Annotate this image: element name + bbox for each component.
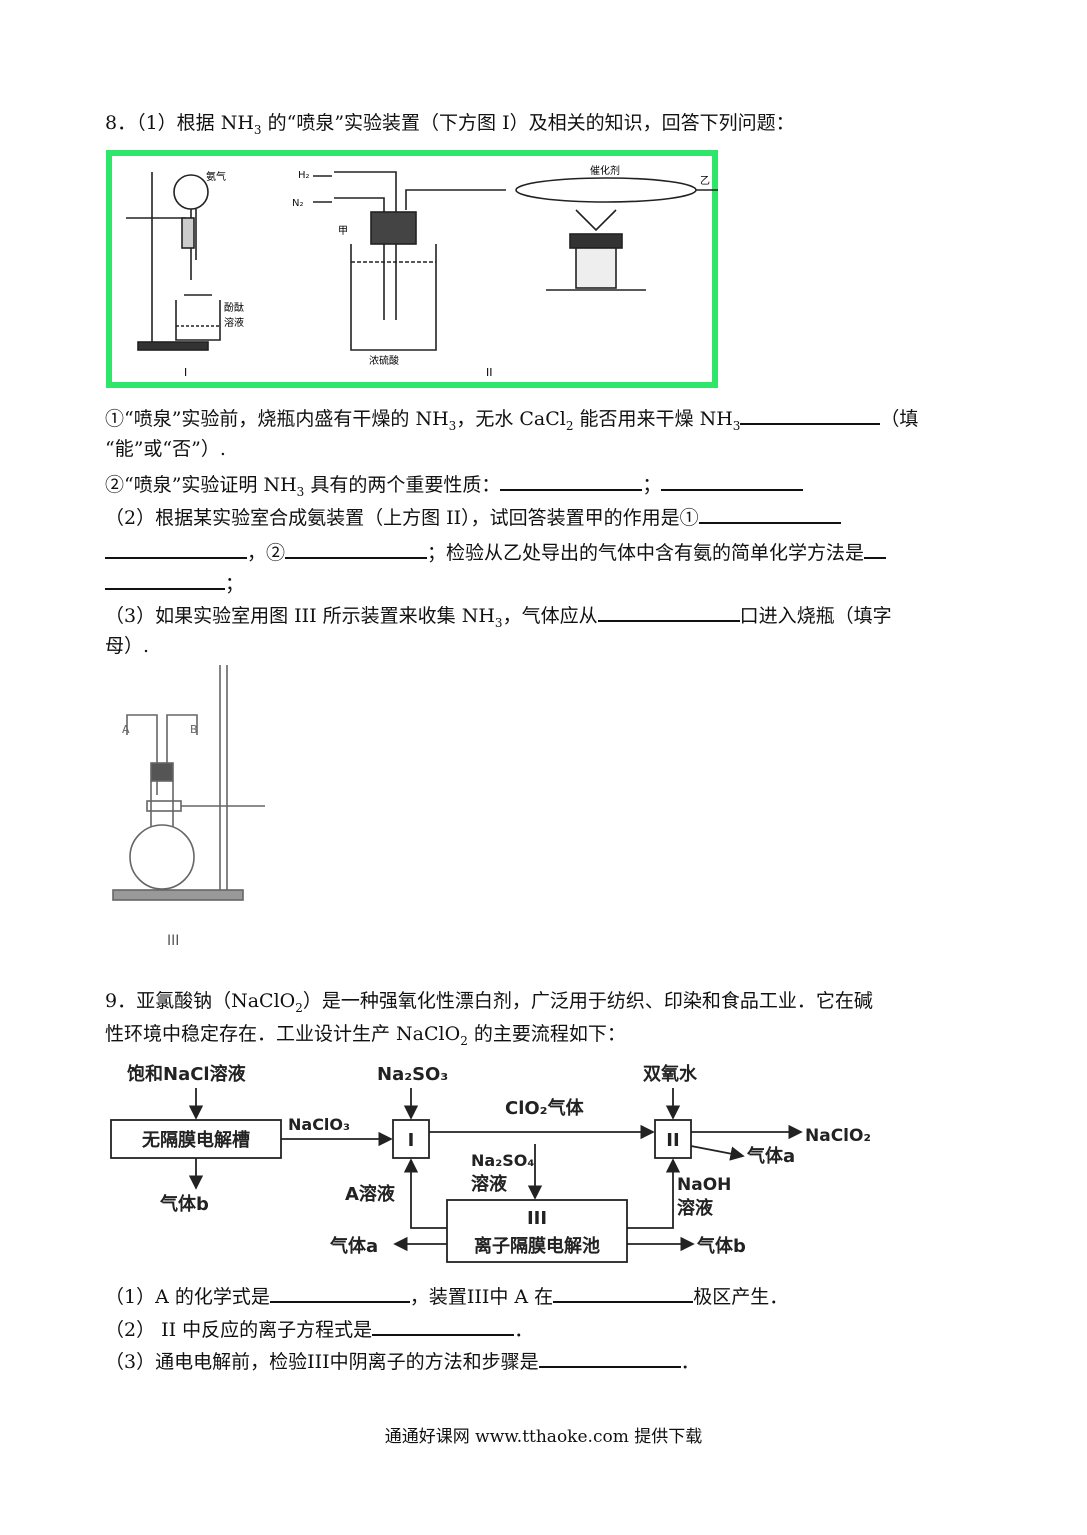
q8-part2: （2）根据某实验室合成氨装置（上方图 II），试回答装置甲的作用是① <box>105 502 841 531</box>
svg-text:ClO₂气体: ClO₂气体 <box>505 1097 585 1119</box>
q8-item2: ②“喷泉”实验证明 NH3 具有的两个重要性质：； <box>105 469 804 505</box>
answer-blank[interactable] <box>661 469 804 491</box>
q8-part2-end: ； <box>105 568 244 597</box>
svg-text:NaClO₃: NaClO₃ <box>288 1115 350 1134</box>
answer-blank[interactable] <box>740 403 881 425</box>
answer-blank[interactable] <box>105 568 225 590</box>
svg-text:A: A <box>122 723 130 736</box>
device-II-box <box>654 1119 692 1159</box>
svg-text:II: II <box>486 366 493 379</box>
q9-title: 9．亚氯酸钠（NaClO2）是一种强氧化性漂白剂，广泛用于纺织、印染和食品工业．… <box>105 990 873 1015</box>
answer-blank[interactable] <box>105 537 247 559</box>
svg-text:III: III <box>527 1208 547 1229</box>
svg-text:溶液: 溶液 <box>471 1173 508 1195</box>
svg-text:Na₂SO₄: Na₂SO₄ <box>471 1151 534 1170</box>
svg-text:H₂: H₂ <box>298 170 310 181</box>
svg-text:Na₂SO₃: Na₂SO₃ <box>377 1064 448 1085</box>
svg-text:无隔膜电解槽: 无隔膜电解槽 <box>142 1129 250 1151</box>
svg-text:气体b: 气体b <box>696 1235 746 1257</box>
q8-part3-cont: 母）. <box>105 635 150 657</box>
svg-text:溶液: 溶液 <box>224 316 244 329</box>
q9-part3: （3）通电电解前，检验III中阴离子的方法和步骤是． <box>105 1346 700 1375</box>
answer-blank[interactable] <box>864 537 887 559</box>
svg-text:溶液: 溶液 <box>677 1197 714 1219</box>
svg-text:离子隔膜电解池: 离子隔膜电解池 <box>474 1235 600 1257</box>
answer-blank[interactable] <box>285 537 428 559</box>
svg-text:II: II <box>666 1130 679 1151</box>
answer-blank[interactable] <box>538 1346 681 1368</box>
svg-text:B: B <box>190 723 198 736</box>
svg-text:N₂: N₂ <box>292 198 304 209</box>
svg-text:饱和NaCl溶液: 饱和NaCl溶液 <box>127 1063 247 1085</box>
answer-blank[interactable] <box>269 1281 410 1303</box>
q9-part1: （1）A 的化学式是，装置III中 A 在极区产生． <box>105 1281 788 1310</box>
figure-1-2: 氨气 酚酞 溶液 I H₂ N₂ 甲 浓硫酸 催化剂 乙 II <box>106 150 718 388</box>
svg-text:NaClO₂: NaClO₂ <box>805 1126 871 1146</box>
svg-text:III: III <box>167 933 179 949</box>
flow-chart: 饱和NaCl溶液 Na₂SO₃ 双氧水 NaClO₃ ClO₂气体 NaClO₂… <box>110 1063 871 1263</box>
device-III-box <box>446 1199 628 1263</box>
svg-text:酚酞: 酚酞 <box>224 301 244 314</box>
stand-base <box>137 341 209 351</box>
svg-text:气体b: 气体b <box>159 1193 209 1215</box>
answer-blank[interactable] <box>698 502 841 524</box>
answer-blank[interactable] <box>597 600 740 622</box>
q8-title: 8．（1）根据 NH3 的“喷泉”实验装置（下方图 I）及相关的知识，回答下列问… <box>105 112 795 137</box>
svg-text:气体a: 气体a <box>329 1235 378 1257</box>
q9-title-cont: 性环境中稳定存在．工业设计生产 NaClO2 的主要流程如下： <box>105 1023 626 1048</box>
svg-text:气体a: 气体a <box>746 1145 795 1167</box>
svg-text:甲: 甲 <box>338 226 348 237</box>
figure-3: A B III <box>112 665 265 949</box>
q8-item1-cont: “能”或“否”）. <box>105 438 226 460</box>
svg-text:浓硫酸: 浓硫酸 <box>369 354 399 367</box>
q8-part3: （3）如果实验室用图 III 所示装置来收集 NH3，气体应从口进入烧瓶（填字 <box>105 600 892 636</box>
svg-text:A溶液: A溶液 <box>345 1183 396 1205</box>
svg-text:催化剂: 催化剂 <box>590 164 620 177</box>
answer-blank[interactable] <box>372 1314 515 1336</box>
q9-part2: （2） II 中反应的离子方程式是． <box>105 1314 533 1343</box>
svg-text:NaOH: NaOH <box>677 1175 731 1195</box>
answer-blank[interactable] <box>500 469 643 491</box>
svg-text:双氧水: 双氧水 <box>643 1063 698 1085</box>
svg-text:乙: 乙 <box>700 175 710 187</box>
svg-text:I: I <box>408 1130 415 1151</box>
svg-text:氨气: 氨气 <box>206 170 226 183</box>
answer-blank[interactable] <box>553 1281 694 1303</box>
device-I-box <box>392 1119 430 1159</box>
q8-part2-cont: ，②；检验从乙处导出的气体中含有氨的简单化学方法是 <box>105 537 887 566</box>
footer: 通通好课网 www.tthaoke.com 提供下载 <box>384 1427 703 1447</box>
svg-text:I: I <box>184 366 187 379</box>
q8-item1: ①“喷泉”实验前，烧瓶内盛有干燥的 NH3，无水 CaCl2 能否用来干燥 NH… <box>105 403 918 439</box>
